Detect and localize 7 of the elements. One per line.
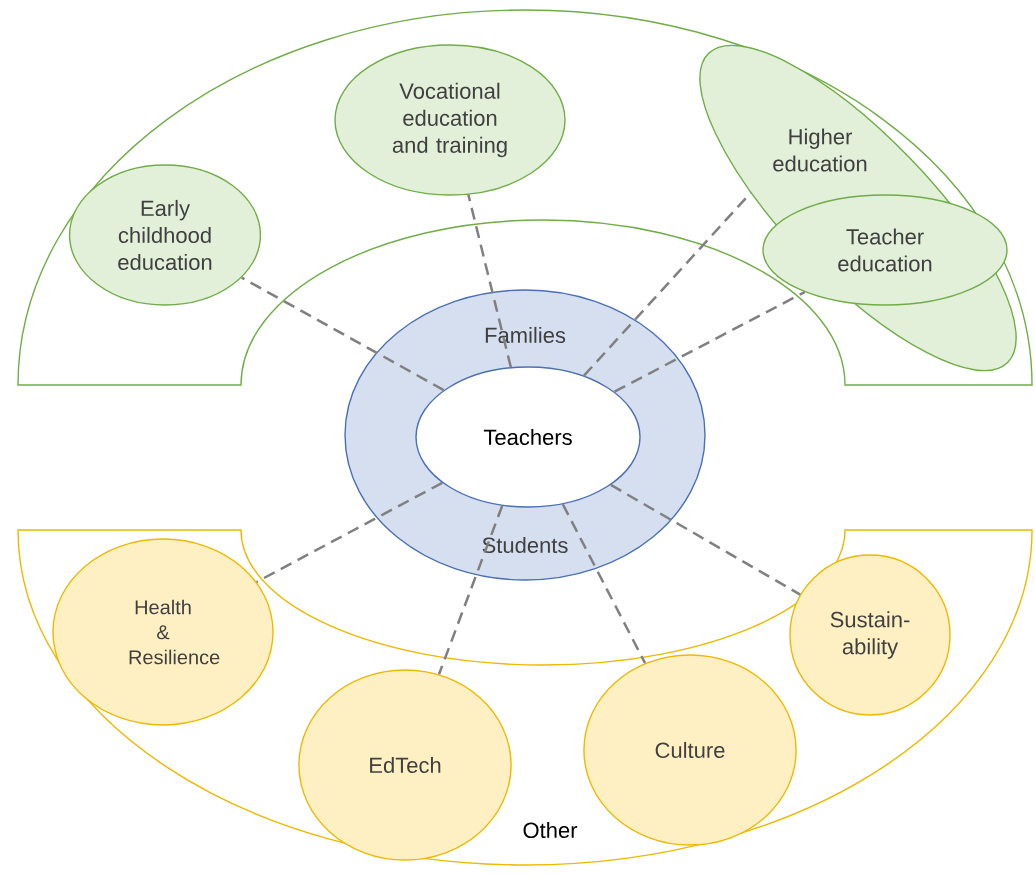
- dashed-line: [437, 505, 504, 675]
- dashed-line: [561, 503, 647, 664]
- dashed-line: [241, 276, 445, 392]
- arc-band: [17, 9, 1033, 386]
- dashed-line: [256, 481, 443, 584]
- dashed-line: [467, 194, 513, 368]
- dashed-line: [610, 483, 801, 596]
